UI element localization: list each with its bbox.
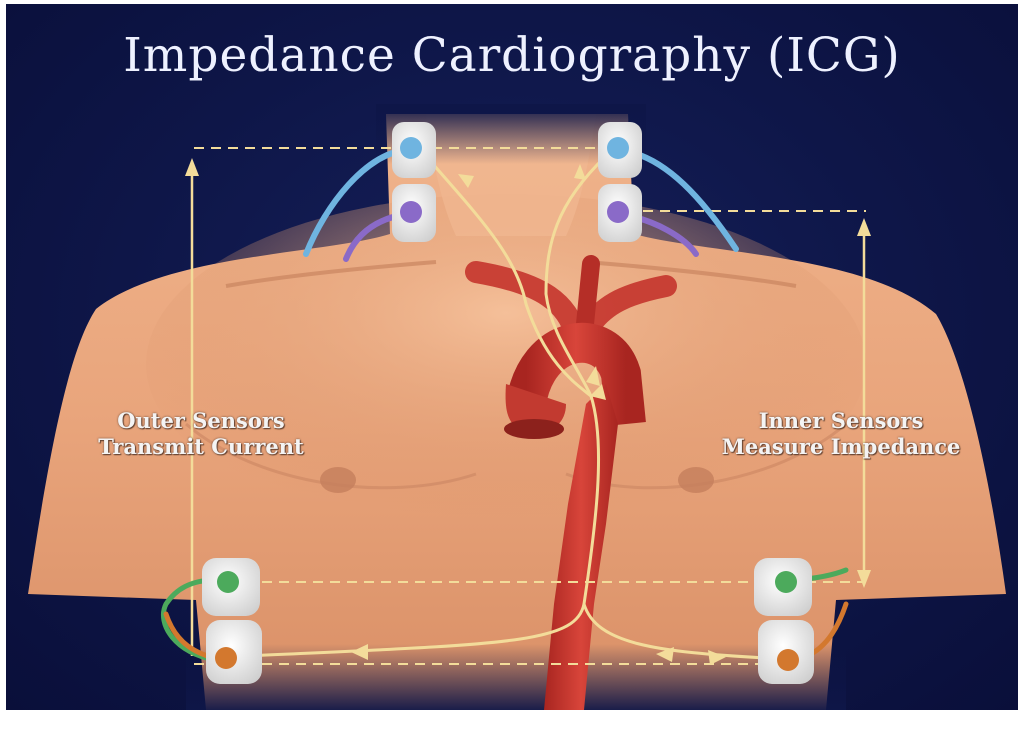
inner-sensors-label: Inner Sensors Measure Impedance [674,408,1008,460]
outer-neck-electrode-right [598,122,642,178]
inner-sensors-label-line2: Measure Impedance [674,434,1008,460]
inner-neck-electrode-right [598,184,642,242]
outer-neck-electrode-left [392,122,436,178]
diagram-title: Impedance Cardiography (ICG) [6,28,1018,83]
outer-sensors-label: Outer Sensors Transmit Current [46,408,356,460]
outer-torso-electrode-right [758,620,814,684]
diagram-panel: Impedance Cardiography (ICG) Outer Senso… [6,4,1018,710]
torso-illustration [6,4,1018,710]
inner-torso-electrode-left [202,558,260,616]
inner-sensors-label-line1: Inner Sensors [674,408,1008,434]
outer-sensors-label-line1: Outer Sensors [46,408,356,434]
left-nipple [320,467,356,493]
inner-neck-electrode-left [392,184,436,242]
outer-torso-electrode-left [206,620,262,684]
right-nipple [678,467,714,493]
inner-torso-electrode-right [754,558,812,616]
outer-sensors-label-line2: Transmit Current [46,434,356,460]
